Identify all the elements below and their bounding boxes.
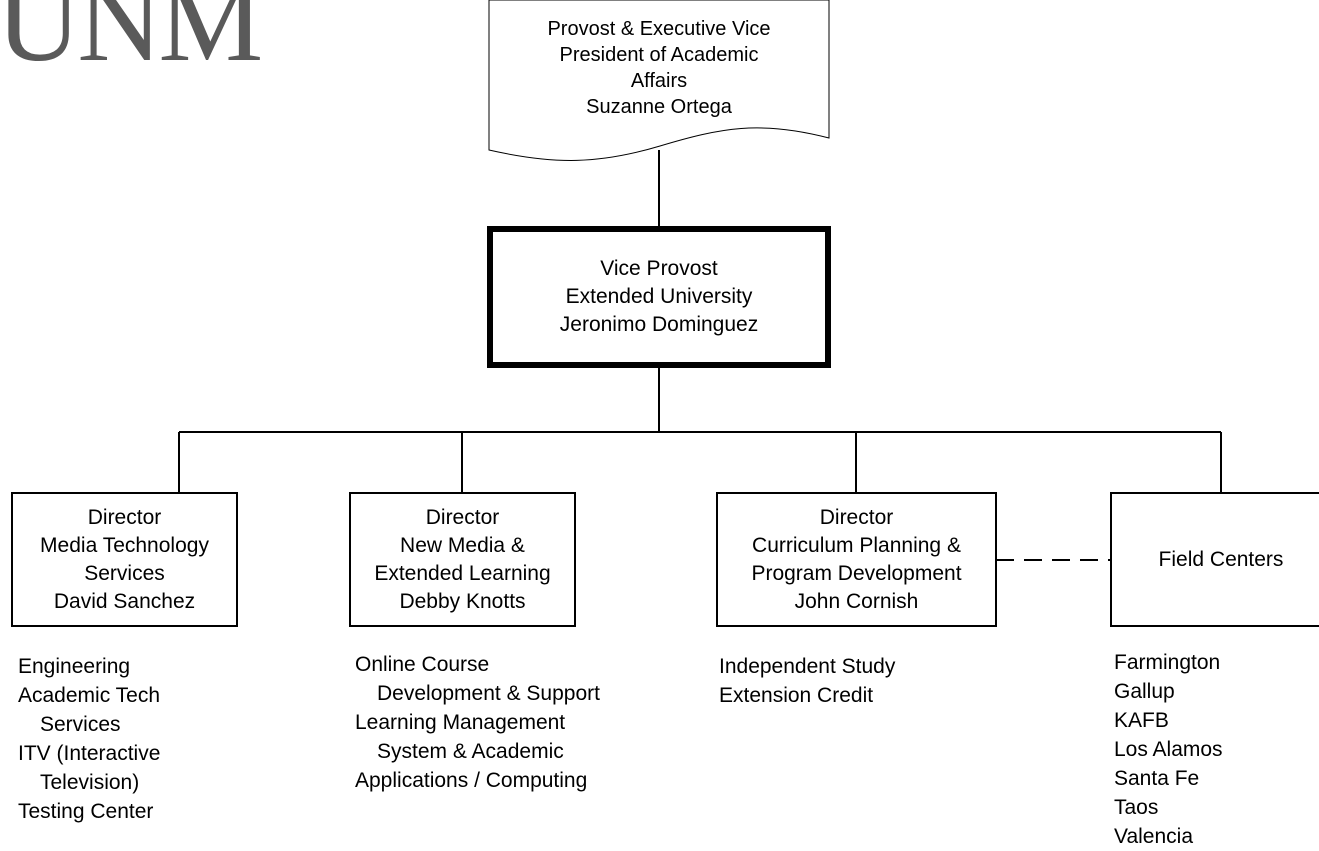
list-item: Farmington <box>1114 651 1221 674</box>
list-item: Development & Support <box>377 682 600 705</box>
node-line: New Media & <box>400 533 525 557</box>
new-media-list: Online Course Development & Support Lear… <box>355 650 600 795</box>
media-technology-list: Engineering Academic Tech Services ITV (… <box>18 652 160 826</box>
node-line: Field Centers <box>1158 547 1284 571</box>
field-centers-node: Field Centers <box>1110 492 1319 627</box>
list-item: Los Alamos <box>1114 738 1223 761</box>
vice-provost-node: Vice Provost Extended University Jeronim… <box>487 226 831 368</box>
node-line: Curriculum Planning & <box>752 533 961 557</box>
vp-line: Vice Provost <box>600 257 718 280</box>
list-item: Television) <box>40 771 140 794</box>
list-item: KAFB <box>1114 709 1169 732</box>
node-line: Director <box>425 505 500 529</box>
list-item: Applications / Computing <box>355 769 588 792</box>
node-line: John Cornish <box>794 589 919 613</box>
director-media-technology-node: Director Media Technology Services David… <box>11 492 238 627</box>
list-item: Services <box>40 713 121 736</box>
field-centers-list: Farmington Gallup KAFB Los Alamos Santa … <box>1114 648 1223 851</box>
vp-line: Jeronimo Dominguez <box>559 313 759 336</box>
list-item: Academic Tech <box>18 684 161 707</box>
provost-line: Provost & Executive Vice <box>547 18 771 40</box>
list-item: Santa Fe <box>1114 767 1200 790</box>
provost-line: Affairs <box>630 70 688 92</box>
provost-line: Suzanne Ortega <box>586 96 732 118</box>
list-item: Valencia <box>1114 825 1193 848</box>
vp-line: Extended University <box>565 285 753 308</box>
node-line: Extended Learning <box>374 561 551 585</box>
curriculum-list: Independent Study Extension Credit <box>719 652 895 710</box>
node-line: Program Development <box>751 561 962 585</box>
list-item: Online Course <box>355 653 490 676</box>
node-line: Services <box>84 561 165 585</box>
list-item: Extension Credit <box>719 684 874 707</box>
director-curriculum-node: Director Curriculum Planning & Program D… <box>716 492 997 627</box>
list-item: Taos <box>1114 796 1159 819</box>
provost-node: Provost & Executive Vice President of Ac… <box>487 16 831 120</box>
node-line: Debby Knotts <box>399 589 526 613</box>
list-item: Gallup <box>1114 680 1175 703</box>
list-item: Engineering <box>18 655 131 678</box>
node-line: Media Technology <box>40 533 209 557</box>
node-line: David Sanchez <box>53 589 196 613</box>
list-item: ITV (Interactive <box>18 742 161 765</box>
director-new-media-node: Director New Media & Extended Learning D… <box>349 492 576 627</box>
list-item: Learning Management <box>355 711 566 734</box>
list-item: Testing Center <box>18 800 154 823</box>
list-item: Independent Study <box>719 655 896 678</box>
node-line: Director <box>819 505 894 529</box>
unm-logo: UNM <box>0 0 263 86</box>
provost-document-shape <box>488 0 830 161</box>
node-line: Director <box>87 505 162 529</box>
list-item: System & Academic <box>377 740 564 763</box>
provost-line: President of Academic <box>559 44 759 66</box>
